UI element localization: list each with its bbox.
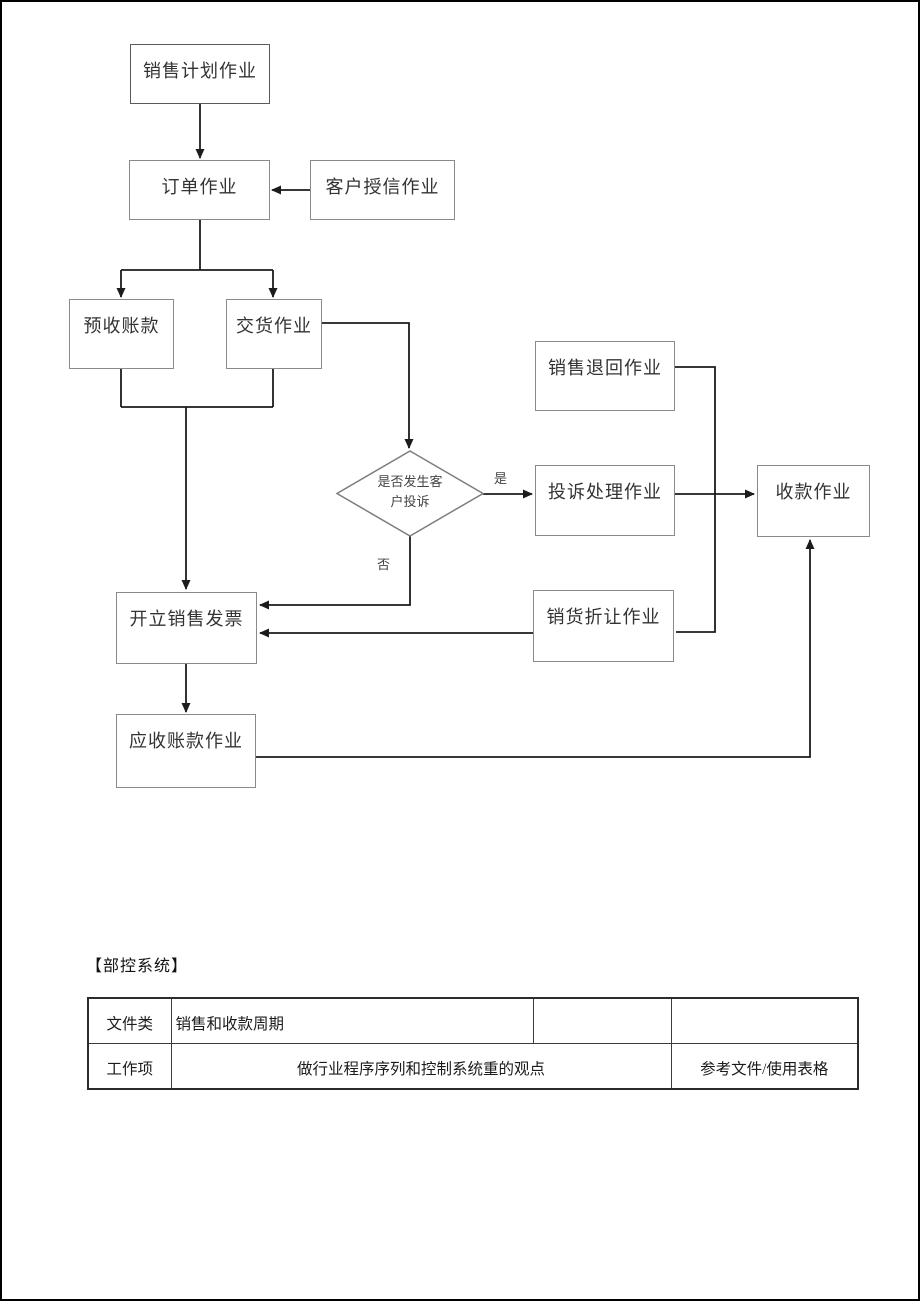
node-issue-invoice: 开立销售发票 xyxy=(116,592,257,664)
flowchart: 销售计划作业 订单作业 客户授信作业 预收账款 交货作业 销售退回作业 投诉处理… xyxy=(2,2,918,902)
node-order: 订单作业 xyxy=(129,160,270,220)
cell-reference-docs: 参考文件/使用表格 xyxy=(670,1043,859,1090)
cell-work-item-label: 工作项 xyxy=(87,1043,172,1090)
edge-label-yes: 是 xyxy=(494,471,508,486)
table-row-file-category: 文件类 销售和收款周期 xyxy=(87,997,859,1044)
node-delivery: 交货作业 xyxy=(226,299,322,369)
cell-row1-empty-1 xyxy=(532,997,672,1044)
node-sales-allowance: 销货折让作业 xyxy=(533,590,674,662)
decision-label: 是否发生客 户投诉 xyxy=(345,472,475,512)
node-sales-return: 销售退回作业 xyxy=(535,341,675,411)
edge-no-to-invoice xyxy=(259,536,411,610)
flow-connectors xyxy=(116,104,815,758)
node-customer-credit: 客户授信作业 xyxy=(310,160,455,220)
decision-label-line1: 是否发生客 xyxy=(377,474,443,489)
edge-ar-to-collection xyxy=(256,539,815,758)
node-complaint-handling: 投诉处理作业 xyxy=(535,465,675,536)
node-advance-receipt: 预收账款 xyxy=(69,299,174,369)
cell-row1-empty-2 xyxy=(670,997,859,1044)
edge-return-to-allowance xyxy=(675,366,716,633)
decision-label-line2: 户投诉 xyxy=(390,494,430,510)
cell-file-category-label: 文件类 xyxy=(87,997,172,1044)
edge-delivery-to-decision xyxy=(322,322,414,449)
decision-diamond xyxy=(335,450,485,537)
edge-label-no: 否 xyxy=(377,557,391,572)
node-accounts-receivable: 应收账款作业 xyxy=(116,714,256,788)
cell-file-category-value: 销售和收款周期 xyxy=(170,997,534,1044)
section-heading: 【部控系统】 xyxy=(86,958,189,975)
node-sales-plan: 销售计划作业 xyxy=(130,44,270,104)
cell-work-item-value: 做行业程序序列和控制系统重的观点 xyxy=(170,1043,672,1090)
control-system-table: 文件类 销售和收款周期 工作项 做行业程序序列和控制系统重的观点 参考文件/使用… xyxy=(87,997,859,1090)
table-row-work-item: 工作项 做行业程序序列和控制系统重的观点 参考文件/使用表格 xyxy=(87,1043,859,1090)
node-collection: 收款作业 xyxy=(757,465,870,537)
